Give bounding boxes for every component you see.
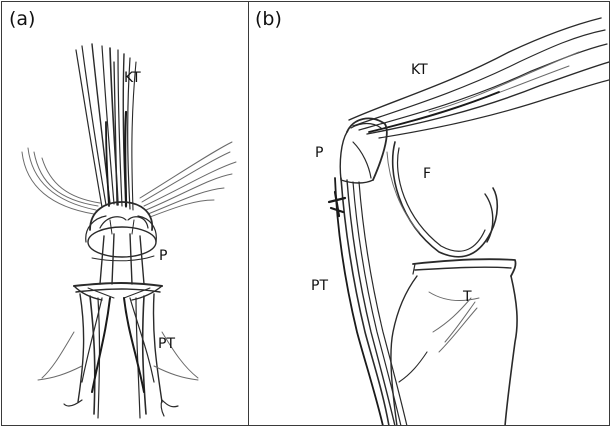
panel-a: (a) KT P PT bbox=[1, 1, 249, 426]
panel-b: (b) KT P F PT T bbox=[248, 1, 610, 426]
label-kt-a: KT bbox=[124, 70, 141, 86]
label-p-a: P bbox=[159, 248, 167, 264]
lateral-knee-sketch bbox=[249, 2, 610, 426]
quadriceps-tendon-fibers bbox=[76, 44, 136, 210]
panel-a-label: (a) bbox=[9, 8, 35, 30]
quadriceps-tendon-fibers bbox=[349, 18, 609, 138]
patellar-tendon-fibers bbox=[38, 294, 198, 418]
label-kt-b: KT bbox=[411, 62, 428, 78]
label-f-b: F bbox=[423, 166, 431, 182]
tibial-plateau bbox=[74, 283, 162, 300]
patellar-tendon-fibers bbox=[329, 178, 407, 426]
frontal-knee-sketch bbox=[2, 2, 249, 426]
tibia bbox=[391, 259, 517, 426]
panel-b-label: (b) bbox=[255, 8, 282, 30]
label-t-b: T bbox=[463, 289, 472, 305]
label-pt-a: PT bbox=[158, 336, 175, 352]
femur-condyle bbox=[387, 142, 497, 257]
graft-strands bbox=[92, 234, 154, 284]
label-pt-b: PT bbox=[311, 278, 328, 294]
label-p-b: P bbox=[315, 145, 323, 161]
